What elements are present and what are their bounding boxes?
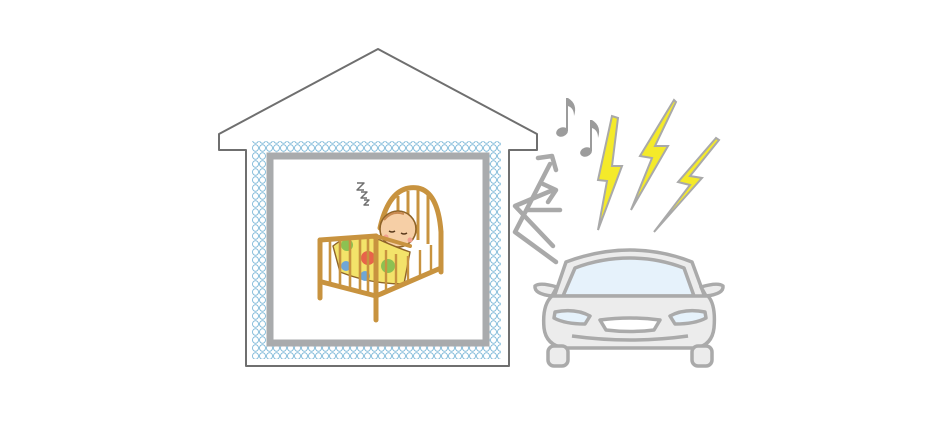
noise-arrows [512, 153, 563, 265]
car-windshield [561, 256, 696, 298]
lightning-icon [596, 98, 721, 233]
car-icon [533, 248, 725, 368]
music-note-icon [580, 120, 600, 157]
sleep-zzz [356, 182, 370, 206]
music-note-icon [556, 98, 576, 137]
crib-icon [317, 185, 444, 323]
